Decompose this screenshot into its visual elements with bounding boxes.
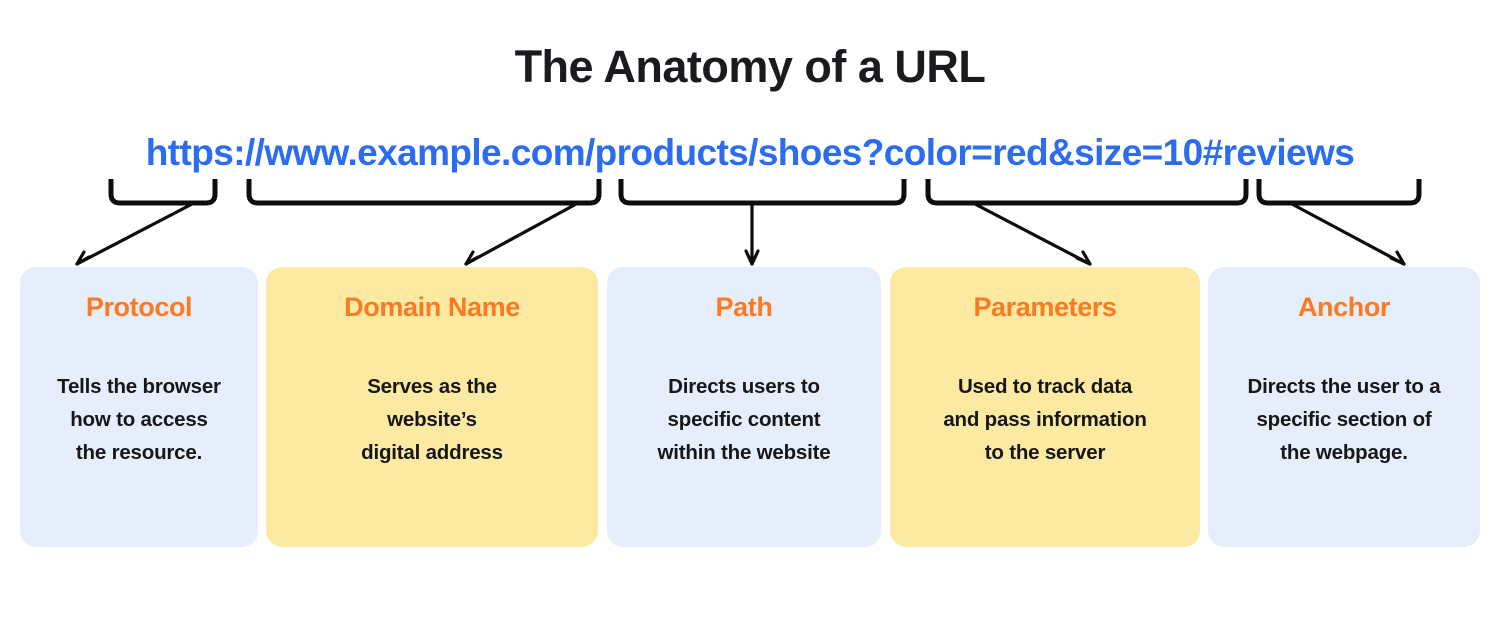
- card-parameters[interactable]: Parameters Used to track data and pass i…: [890, 267, 1200, 547]
- card-anchor-title: Anchor: [1297, 292, 1391, 322]
- card-domain-description: Serves as the website’s digital address: [361, 374, 503, 465]
- arrow-anchor: [1288, 201, 1406, 266]
- bracket-protocol: [108, 179, 218, 206]
- card-path[interactable]: Path Directs users to specific content w…: [607, 267, 881, 547]
- arrow-domain: [464, 201, 580, 266]
- arrow-path-head: [744, 249, 760, 266]
- card-protocol-description: Tells the browser how to access the reso…: [57, 374, 221, 465]
- bracket-anchor: [1256, 179, 1422, 206]
- card-protocol[interactable]: Protocol Tells the browser how to access…: [20, 267, 258, 547]
- card-domain[interactable]: Domain Name Serves as the website’s digi…: [266, 267, 598, 547]
- card-parameters-title: Parameters: [973, 292, 1117, 322]
- page-title: The Anatomy of a URL: [514, 41, 986, 92]
- bracket-path: [618, 179, 907, 206]
- arrow-protocol: [75, 201, 196, 266]
- card-anchor-description: Directs the user to a specific section o…: [1247, 374, 1441, 465]
- arrow-parameters-head: [1075, 250, 1092, 266]
- arrow-parameters: [971, 201, 1092, 266]
- card-protocol-title: Protocol: [85, 292, 193, 322]
- card-path-title: Path: [715, 292, 773, 322]
- card-path-description: Directs users to specific content within…: [657, 374, 831, 465]
- card-anchor[interactable]: Anchor Directs the user to a specific se…: [1208, 267, 1480, 547]
- arrow-protocol-head: [75, 250, 91, 266]
- arrow-domain-head: [464, 250, 480, 266]
- arrow-anchor-head: [1389, 250, 1406, 266]
- card-domain-title: Domain Name: [344, 292, 520, 322]
- card-parameters-description: Used to track data and pass information …: [943, 374, 1147, 465]
- bracket-domain: [246, 179, 602, 206]
- url-example-string: https://www.example.com/products/shoes?c…: [145, 132, 1355, 173]
- bracket-parameters: [925, 179, 1249, 206]
